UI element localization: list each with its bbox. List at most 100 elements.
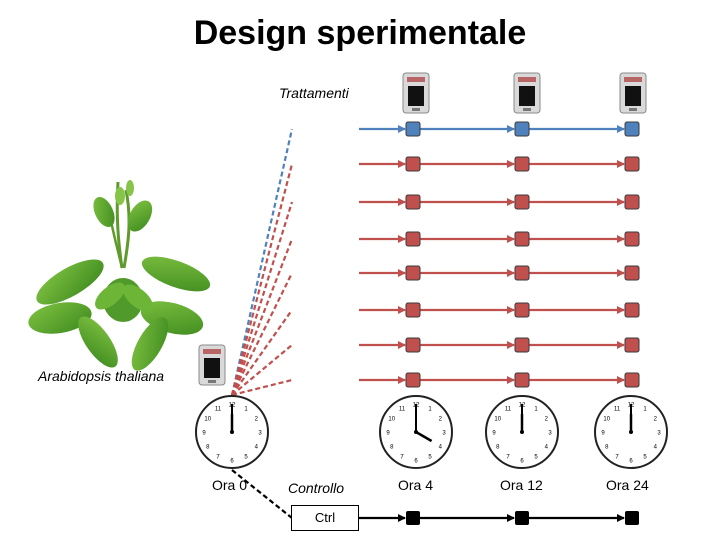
treatment-box-cpv: CPV <box>311 122 339 137</box>
treatments-heading: Trattamenti <box>279 85 349 101</box>
datalogger-icon <box>513 72 541 114</box>
treatment-box-h80: H80 <box>313 195 337 210</box>
datalogger-icon <box>198 344 226 386</box>
dashed-link-ye <box>230 163 294 396</box>
svg-text:1: 1 <box>534 406 538 412</box>
timepoint-label-0: Ora 0 <box>212 477 248 493</box>
sample-square-ak-0 <box>405 265 421 281</box>
sample-square-ctrl-2 <box>625 511 639 525</box>
svg-text:5: 5 <box>428 455 432 461</box>
svg-text:6: 6 <box>520 459 524 465</box>
datalogger-icon <box>402 72 430 114</box>
svg-text:10: 10 <box>603 417 610 423</box>
treatment-box-ak: AK <box>316 266 334 281</box>
svg-text:3: 3 <box>657 431 661 437</box>
sample-square-nhl-1 <box>514 231 530 247</box>
sample-square-nhl-0 <box>405 231 421 247</box>
svg-text:8: 8 <box>605 445 609 451</box>
sample-square-cpv-1 <box>514 121 530 137</box>
dashed-link-h80 <box>230 201 294 396</box>
sample-square-f100-1 <box>514 302 530 318</box>
svg-text:2: 2 <box>255 417 259 423</box>
treatment-box-csl: CSL <box>312 373 338 388</box>
sample-square-f100-2 <box>624 302 640 318</box>
timepoint-label-24: Ora 24 <box>606 477 649 493</box>
svg-text:1: 1 <box>244 406 248 412</box>
page-title: Design sperimentale <box>193 14 527 52</box>
svg-text:1: 1 <box>428 406 432 412</box>
svg-text:7: 7 <box>216 455 220 461</box>
svg-text:2: 2 <box>545 417 549 423</box>
sample-square-mc-2 <box>624 337 640 353</box>
sample-square-cpv-2 <box>624 121 640 137</box>
svg-text:10: 10 <box>388 417 395 423</box>
treatment-box-nhl: NHL <box>311 232 338 247</box>
svg-text:6: 6 <box>414 459 418 465</box>
dashed-link-nhl <box>230 238 294 396</box>
sample-square-h80-0 <box>405 194 421 210</box>
svg-text:4: 4 <box>439 445 443 451</box>
sample-square-mc-0 <box>405 337 421 353</box>
sample-square-cpv-0 <box>405 121 421 137</box>
sample-square-ctrl-1 <box>515 511 529 525</box>
svg-text:4: 4 <box>255 445 259 451</box>
svg-text:4: 4 <box>545 445 549 451</box>
svg-text:5: 5 <box>643 455 647 461</box>
svg-text:6: 6 <box>230 459 234 465</box>
sample-square-h80-2 <box>624 194 640 210</box>
dashed-link-cpv <box>230 128 294 396</box>
svg-text:5: 5 <box>534 455 538 461</box>
dashed-link-mc <box>231 344 293 396</box>
sample-square-ye-0 <box>405 156 421 172</box>
control-heading: Controllo <box>288 480 345 496</box>
sample-square-csl-1 <box>514 372 530 388</box>
plant-label: Arabidopsis thaliana <box>38 368 165 384</box>
svg-text:9: 9 <box>601 431 605 437</box>
dashed-link-f100 <box>231 309 293 396</box>
svg-text:6: 6 <box>629 459 633 465</box>
svg-text:9: 9 <box>386 431 390 437</box>
sample-square-nhl-2 <box>624 231 640 247</box>
sample-square-ak-1 <box>514 265 530 281</box>
timepoint-label-4: Ora 4 <box>398 477 434 493</box>
svg-text:10: 10 <box>494 417 501 423</box>
svg-text:11: 11 <box>215 406 222 412</box>
svg-text:7: 7 <box>400 455 404 461</box>
svg-text:11: 11 <box>399 406 406 412</box>
sample-square-csl-0 <box>405 372 421 388</box>
sample-square-ye-1 <box>514 156 530 172</box>
control-box: Ctrl <box>291 505 359 531</box>
svg-text:7: 7 <box>506 455 510 461</box>
sample-square-ye-2 <box>624 156 640 172</box>
svg-text:2: 2 <box>439 417 443 423</box>
svg-text:3: 3 <box>548 431 552 437</box>
svg-text:11: 11 <box>505 406 512 412</box>
dashed-link-ak <box>231 272 293 396</box>
sample-square-f100-0 <box>405 302 421 318</box>
svg-text:4: 4 <box>654 445 658 451</box>
plant-icon <box>28 180 211 371</box>
svg-text:5: 5 <box>244 455 248 461</box>
sample-square-csl-2 <box>624 372 640 388</box>
treatment-box-mc: MC <box>314 338 336 353</box>
dashed-link-ctrl <box>231 469 293 519</box>
svg-text:8: 8 <box>206 445 210 451</box>
sample-square-ctrl-0 <box>406 511 420 525</box>
svg-text:7: 7 <box>615 455 619 461</box>
timepoint-label-12: Ora 12 <box>500 477 543 493</box>
sample-square-ak-2 <box>624 265 640 281</box>
svg-text:11: 11 <box>614 406 621 412</box>
dashed-link-csl <box>231 378 293 397</box>
svg-text:9: 9 <box>492 431 496 437</box>
datalogger-icon <box>619 72 647 114</box>
svg-text:3: 3 <box>442 431 446 437</box>
svg-text:9: 9 <box>202 431 206 437</box>
svg-text:8: 8 <box>390 445 394 451</box>
treatment-box-f100: F100 <box>310 303 340 318</box>
